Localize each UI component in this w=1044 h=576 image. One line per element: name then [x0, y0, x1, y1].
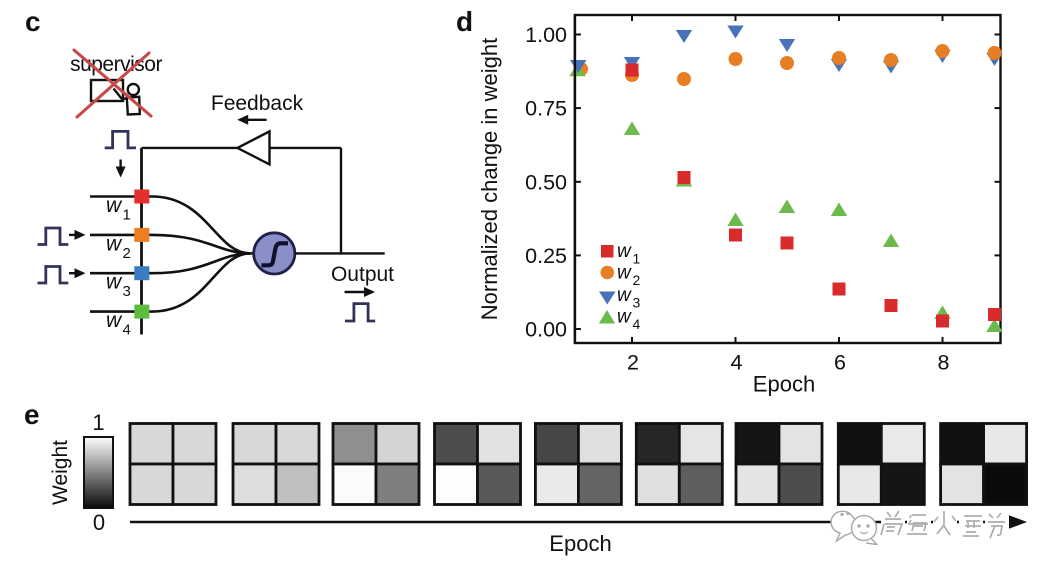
svg-text:w: w: [617, 307, 632, 328]
svg-text:Output: Output: [331, 263, 394, 286]
svg-text:supervisor: supervisor: [70, 53, 162, 76]
svg-text:0: 0: [93, 510, 105, 535]
svg-text:w: w: [106, 309, 123, 332]
svg-text:0.25: 0.25: [525, 244, 567, 268]
svg-text:0.50: 0.50: [525, 170, 567, 194]
svg-text:w: w: [106, 194, 123, 217]
svg-text:w: w: [617, 285, 632, 306]
svg-text:2: 2: [633, 272, 641, 288]
svg-text:4: 4: [633, 316, 641, 332]
svg-text:w: w: [106, 271, 123, 294]
svg-text:1.00: 1.00: [525, 23, 567, 47]
svg-text:Epoch: Epoch: [549, 531, 611, 556]
svg-text:Weight: Weight: [49, 440, 72, 505]
svg-text:0.75: 0.75: [525, 97, 567, 121]
svg-text:w: w: [617, 263, 632, 284]
svg-text:4: 4: [123, 322, 131, 339]
svg-text:e: e: [24, 399, 40, 430]
svg-text:4: 4: [731, 351, 743, 375]
svg-text:1: 1: [633, 251, 641, 267]
svg-text:c: c: [25, 6, 41, 37]
svg-text:3: 3: [633, 295, 641, 311]
svg-text:w: w: [617, 241, 632, 262]
svg-text:Normalized change in weight: Normalized change in weight: [477, 38, 502, 321]
svg-text:2: 2: [123, 245, 131, 262]
svg-text:w: w: [106, 232, 123, 255]
svg-text:6: 6: [834, 351, 846, 375]
svg-text:2: 2: [627, 351, 639, 375]
svg-text:1: 1: [92, 410, 104, 435]
svg-text:Feedback: Feedback: [211, 92, 304, 115]
svg-text:1: 1: [123, 207, 131, 224]
svg-text:Epoch: Epoch: [753, 372, 815, 397]
svg-text:8: 8: [938, 351, 950, 375]
svg-text:0.00: 0.00: [525, 318, 567, 342]
svg-text:d: d: [456, 6, 473, 37]
svg-text:3: 3: [123, 283, 131, 300]
